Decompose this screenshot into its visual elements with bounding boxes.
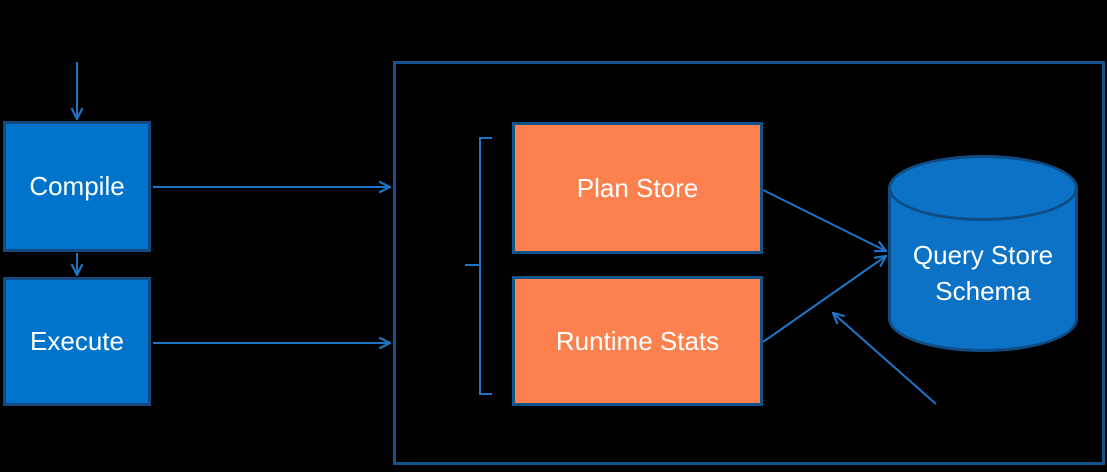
arrow-async-to-schema-connectors [833,313,937,405]
query-store-schema-label-line1: Query Store [912,240,1054,270]
cylinder-top [888,155,1078,221]
plan-store-node: Plan Store [512,122,763,254]
bracket-stores-group [465,137,492,395]
plan-store-label: Plan Store [576,172,699,203]
runtime-stats-node: Runtime Stats [512,276,763,406]
line-plan-store-to-schema [762,189,886,251]
execute-label: Execute [30,326,124,356]
runtime-stats-label: Runtime Stats [555,325,720,356]
query-store-schema-label: Query Store Schema [888,237,1078,309]
query-store-schema-label-line2: Schema [935,276,1031,306]
query-store-schema-database-icon: Query Store Schema [888,155,1078,352]
line-runtime-stats-to-schema [762,256,886,343]
compile-node: Compile [3,121,151,252]
compile-label: Compile [29,171,125,201]
query-store-container-box [393,61,1105,465]
execute-node: Execute [3,277,151,406]
